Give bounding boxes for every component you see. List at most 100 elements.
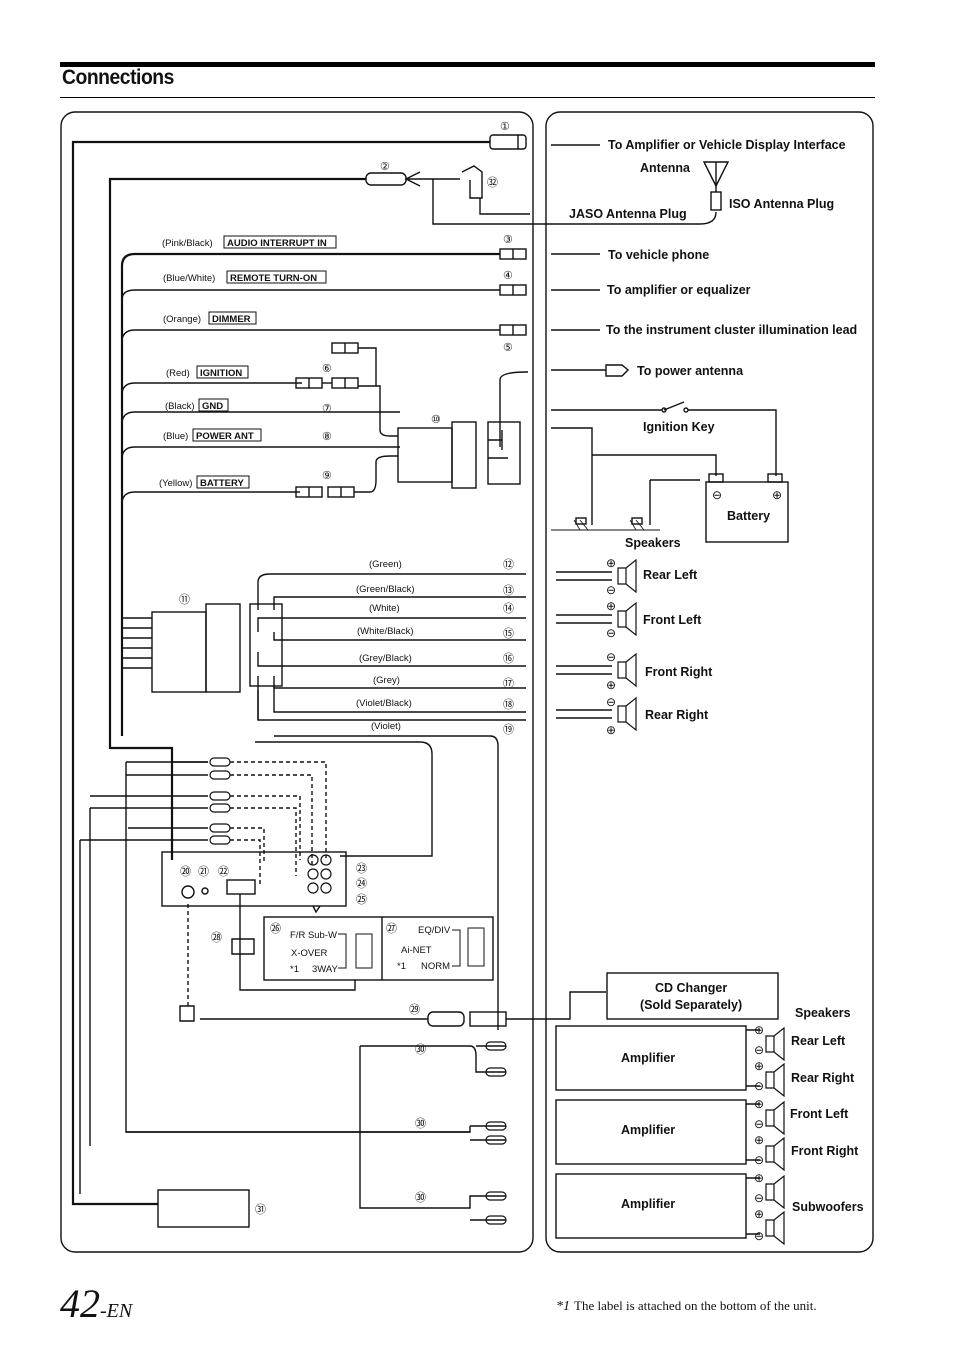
svg-text:⊖: ⊖	[712, 488, 722, 502]
switch-27-top: EQ/DIV	[418, 925, 451, 936]
page-number: 42-EN	[60, 1281, 133, 1326]
wire-color-1: (Blue/White)	[163, 273, 215, 284]
num-20: ⑳	[180, 865, 191, 878]
label-vehicle-phone: To vehicle phone	[608, 248, 709, 262]
num-25: ㉕	[356, 893, 367, 906]
svg-text:⊖: ⊖	[606, 650, 616, 664]
svg-text:⊖: ⊖	[754, 1079, 764, 1093]
svg-text:⊖: ⊖	[606, 626, 616, 640]
label-subwoofers: Subwoofers	[792, 1200, 864, 1214]
speaker-wire-0: (Green)	[369, 559, 402, 570]
svg-text:⊖: ⊖	[754, 1043, 764, 1057]
num-26: ㉖	[270, 922, 281, 935]
label-amplifier-2: Amplifier	[621, 1123, 675, 1137]
speaker-wire-2: (White)	[369, 603, 400, 614]
label-amp-display: To Amplifier or Vehicle Display Interfac…	[608, 138, 846, 152]
svg-text:⊕: ⊕	[754, 1171, 764, 1185]
num-1: ①	[500, 121, 510, 133]
label-amplifier-1: Amplifier	[621, 1051, 675, 1065]
num-18: ⑱	[503, 698, 514, 711]
wire-tag-2: DIMMER	[212, 314, 251, 325]
num-30b: ㉚	[415, 1117, 426, 1130]
switch-27-mid: Ai-NET	[401, 945, 432, 956]
title-underline	[60, 97, 875, 98]
page-title: Connections	[62, 66, 174, 89]
num-13: ⑬	[503, 584, 514, 597]
svg-text:⊕: ⊕	[754, 1133, 764, 1147]
right-panel	[545, 111, 874, 1253]
label-front-left: Front Left	[643, 613, 702, 627]
wire-color-2: (Orange)	[163, 314, 201, 325]
cd-changer-box	[606, 972, 779, 1020]
label-speakers: Speakers	[625, 536, 681, 550]
connector-32	[461, 165, 483, 199]
num-24: ㉔	[356, 877, 367, 890]
num-9: ⑨	[322, 470, 332, 482]
svg-text:⊕: ⊕	[772, 488, 782, 502]
num-19: ⑲	[503, 723, 514, 736]
svg-text:⊖: ⊖	[606, 695, 616, 709]
label-speakers-2: Speakers	[795, 1006, 851, 1020]
num-32: ㉜	[487, 176, 498, 189]
wire-tag-0: AUDIO INTERRUPT IN	[227, 238, 327, 249]
label-amp-front-left: Front Left	[790, 1107, 849, 1121]
num-2: ②	[380, 161, 390, 173]
svg-text:⊖: ⊖	[606, 583, 616, 597]
label-iso-plug: ISO Antenna Plug	[729, 197, 834, 211]
label-amp-eq: To amplifier or equalizer	[607, 283, 751, 297]
num-23: ㉓	[356, 862, 367, 875]
num-22: ㉒	[218, 865, 229, 878]
svg-text:⊕: ⊕	[606, 599, 616, 613]
num-12: ⑫	[503, 558, 514, 571]
num-17: ⑰	[503, 677, 514, 690]
speaker-wire-4: (Grey/Black)	[359, 653, 412, 664]
speaker-wire-6: (Violet/Black)	[356, 698, 412, 709]
svg-text:⊕: ⊕	[754, 1023, 764, 1037]
wire-color-0: (Pink/Black)	[162, 238, 213, 249]
num-21: ㉑	[198, 865, 209, 878]
left-panel	[60, 111, 534, 1253]
num-8: ⑧	[322, 431, 332, 443]
switch-26-mid: X-OVER	[291, 948, 328, 959]
speaker-wire-7: (Violet)	[371, 721, 401, 732]
svg-text:⊕: ⊕	[606, 678, 616, 692]
label-front-right: Front Right	[645, 665, 713, 679]
num-15: ⑮	[503, 627, 514, 640]
speaker-wire-3: (White/Black)	[357, 626, 413, 637]
svg-text:⊖: ⊖	[754, 1229, 764, 1243]
num-6: ⑥	[322, 363, 332, 375]
switch-27-bot: NORM	[421, 961, 450, 972]
num-10: ⑩	[431, 414, 441, 426]
wire-tag-5: POWER ANT	[196, 431, 254, 442]
label-jaso-plug: JASO Antenna Plug	[569, 207, 687, 221]
svg-text:⊕: ⊕	[754, 1207, 764, 1221]
wire-tag-6: BATTERY	[200, 478, 244, 489]
num-14: ⑭	[503, 602, 514, 615]
num-11: ⑪	[179, 593, 190, 606]
connector-2	[365, 172, 407, 186]
label-amp-front-right: Front Right	[791, 1144, 859, 1158]
speaker-symbols	[617, 558, 785, 1246]
wire-color-6: (Yellow)	[159, 478, 192, 489]
rca-pairs	[80, 761, 208, 841]
top-rule	[60, 62, 875, 67]
label-power-ant: To power antenna	[637, 364, 744, 378]
num-16: ⑯	[503, 652, 514, 665]
label-cd-changer-2: (Sold Separately)	[640, 998, 742, 1012]
label-illum: To the instrument cluster illumination l…	[606, 323, 857, 337]
wire-tag-3: IGNITION	[200, 368, 242, 379]
connector-1	[489, 134, 527, 150]
wire-color-3: (Red)	[166, 368, 190, 379]
wire-tag-1: REMOTE TURN-ON	[230, 273, 317, 284]
label-amp-rear-left: Rear Left	[791, 1034, 846, 1048]
num-3: ③	[503, 234, 513, 246]
svg-text:⊖: ⊖	[754, 1117, 764, 1131]
switch-27-star: *1	[397, 961, 406, 972]
num-4: ④	[503, 270, 513, 282]
label-antenna: Antenna	[640, 161, 691, 175]
num-7: ⑦	[322, 403, 332, 415]
label-cd-changer-1: CD Changer	[655, 981, 727, 995]
wire-tag-4: GND	[202, 401, 223, 412]
